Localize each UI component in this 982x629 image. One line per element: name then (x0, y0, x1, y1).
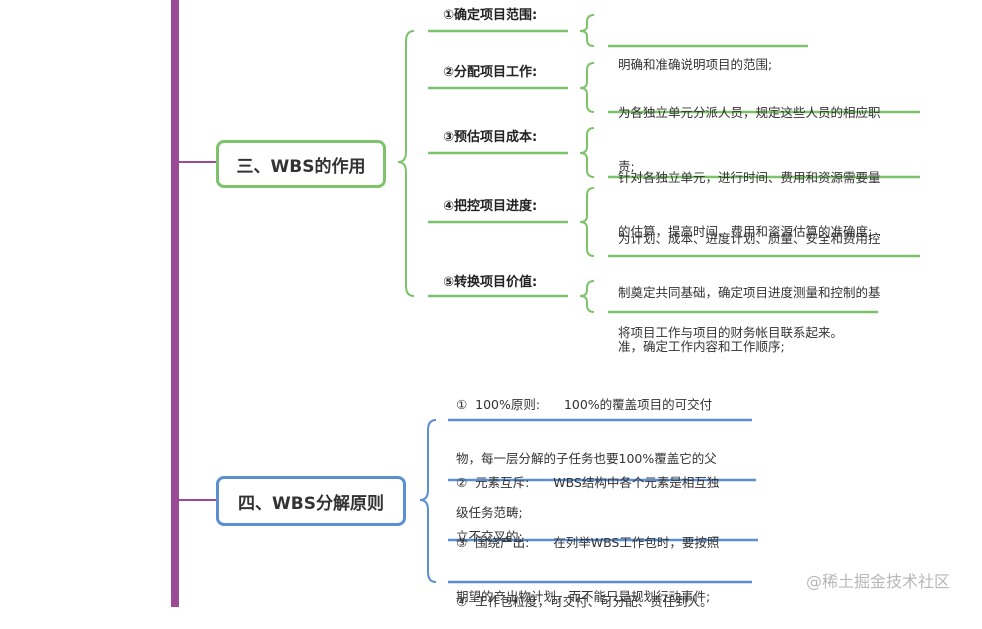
desc-line: 准，确定工作内容和工作顺序; (618, 339, 785, 354)
desc-line: ③ 围绕产出: 在列举WBS工作包时，要按照 (456, 535, 720, 550)
brace-2 (579, 62, 595, 113)
desc-line: 将项目工作与项目的财务帐目联系起来。 (618, 325, 844, 340)
topic-wbs-principles[interactable]: 四、WBS分解原则 (216, 476, 406, 526)
brace-3 (579, 127, 595, 178)
principle-output-oriented: ③ 围绕产出: 在列举WBS工作包时，要按照 期望的产出物计划，而不能只是规划行… (456, 498, 719, 624)
desc-line: 为各独立单元分派人员，规定这些人员的相应职 (618, 105, 881, 120)
desc-line: 立不交叉的; (456, 529, 523, 544)
item-desc-control-schedule: 为计划、成本、进度计划、质量、安全和费用控 制奠定共同基础，确定项目进度测量和控… (618, 194, 881, 374)
item-desc-define-scope: 明确和准确说明项目的范围; (618, 20, 772, 92)
trunk-line (171, 0, 179, 607)
item-desc-assign-work: 为各独立单元分派人员，规定这些人员的相应职 责; (618, 68, 881, 194)
topic-wbs-purpose[interactable]: 三、WBS的作用 (216, 140, 386, 188)
item-label-assign-work: ②分配项目工作: (443, 65, 538, 80)
item-label-convert-value: ⑤转换项目价值: (443, 275, 538, 290)
principle-granularity: ④ 工作包粒度，可交付、可分配、责任到人。 (456, 557, 713, 629)
item-desc-convert-value: 将项目工作与项目的财务帐目联系起来。 (618, 288, 843, 360)
principle-100-percent: ① 100%原则: 100%的覆盖项目的可交付 物，每一层分解的子任务也要100… (456, 360, 717, 540)
desc-line: 明确和准确说明项目的范围; (618, 57, 773, 72)
desc-line: 制奠定共同基础，确定项目进度测量和控制的基 (618, 285, 881, 300)
item-label-estimate-cost: ③预估项目成本: (443, 130, 538, 145)
desc-line: ① 100%原则: 100%的覆盖项目的可交付 (456, 397, 713, 412)
item-label-define-scope: ①确定项目范围: (443, 8, 538, 23)
bracket-section-3 (397, 30, 415, 297)
desc-line: 为计划、成本、进度计划、质量、安全和费用控 (618, 231, 881, 246)
brace-4 (579, 187, 595, 257)
desc-line: 级任务范畴; (456, 505, 523, 520)
principle-mutual-exclusion: ② 元素互斥: WBS结构中各个元素是相互独 立不交叉的; (456, 438, 719, 564)
bracket-section-4 (419, 419, 437, 583)
desc-line: 物，每一层分解的子任务也要100%覆盖它的父 (456, 451, 717, 466)
brace-5 (579, 280, 595, 313)
mindmap-connectors (171, 0, 920, 607)
desc-line: 针对各独立单元，进行时间、费用和资源需要量 (618, 170, 881, 185)
watermark: @稀土掘金技术社区 (806, 572, 951, 591)
item-desc-estimate-cost: 针对各独立单元，进行时间、费用和资源需要量 的估算，提高时间、费用和资源估算的准… (618, 133, 881, 259)
brace-1 (579, 14, 595, 47)
desc-line: 期望的产出物计划，而不能只是规划行动事件; (456, 589, 711, 604)
item-label-control-schedule: ④把控项目进度: (443, 199, 538, 214)
desc-line: ④ 工作包粒度，可交付、可分配、责任到人。 (456, 594, 713, 609)
desc-line: 的估算，提高时间、费用和资源估算的准确度; (618, 224, 873, 239)
desc-line: 责; (618, 159, 635, 174)
desc-line: ② 元素互斥: WBS结构中各个元素是相互独 (456, 475, 720, 490)
